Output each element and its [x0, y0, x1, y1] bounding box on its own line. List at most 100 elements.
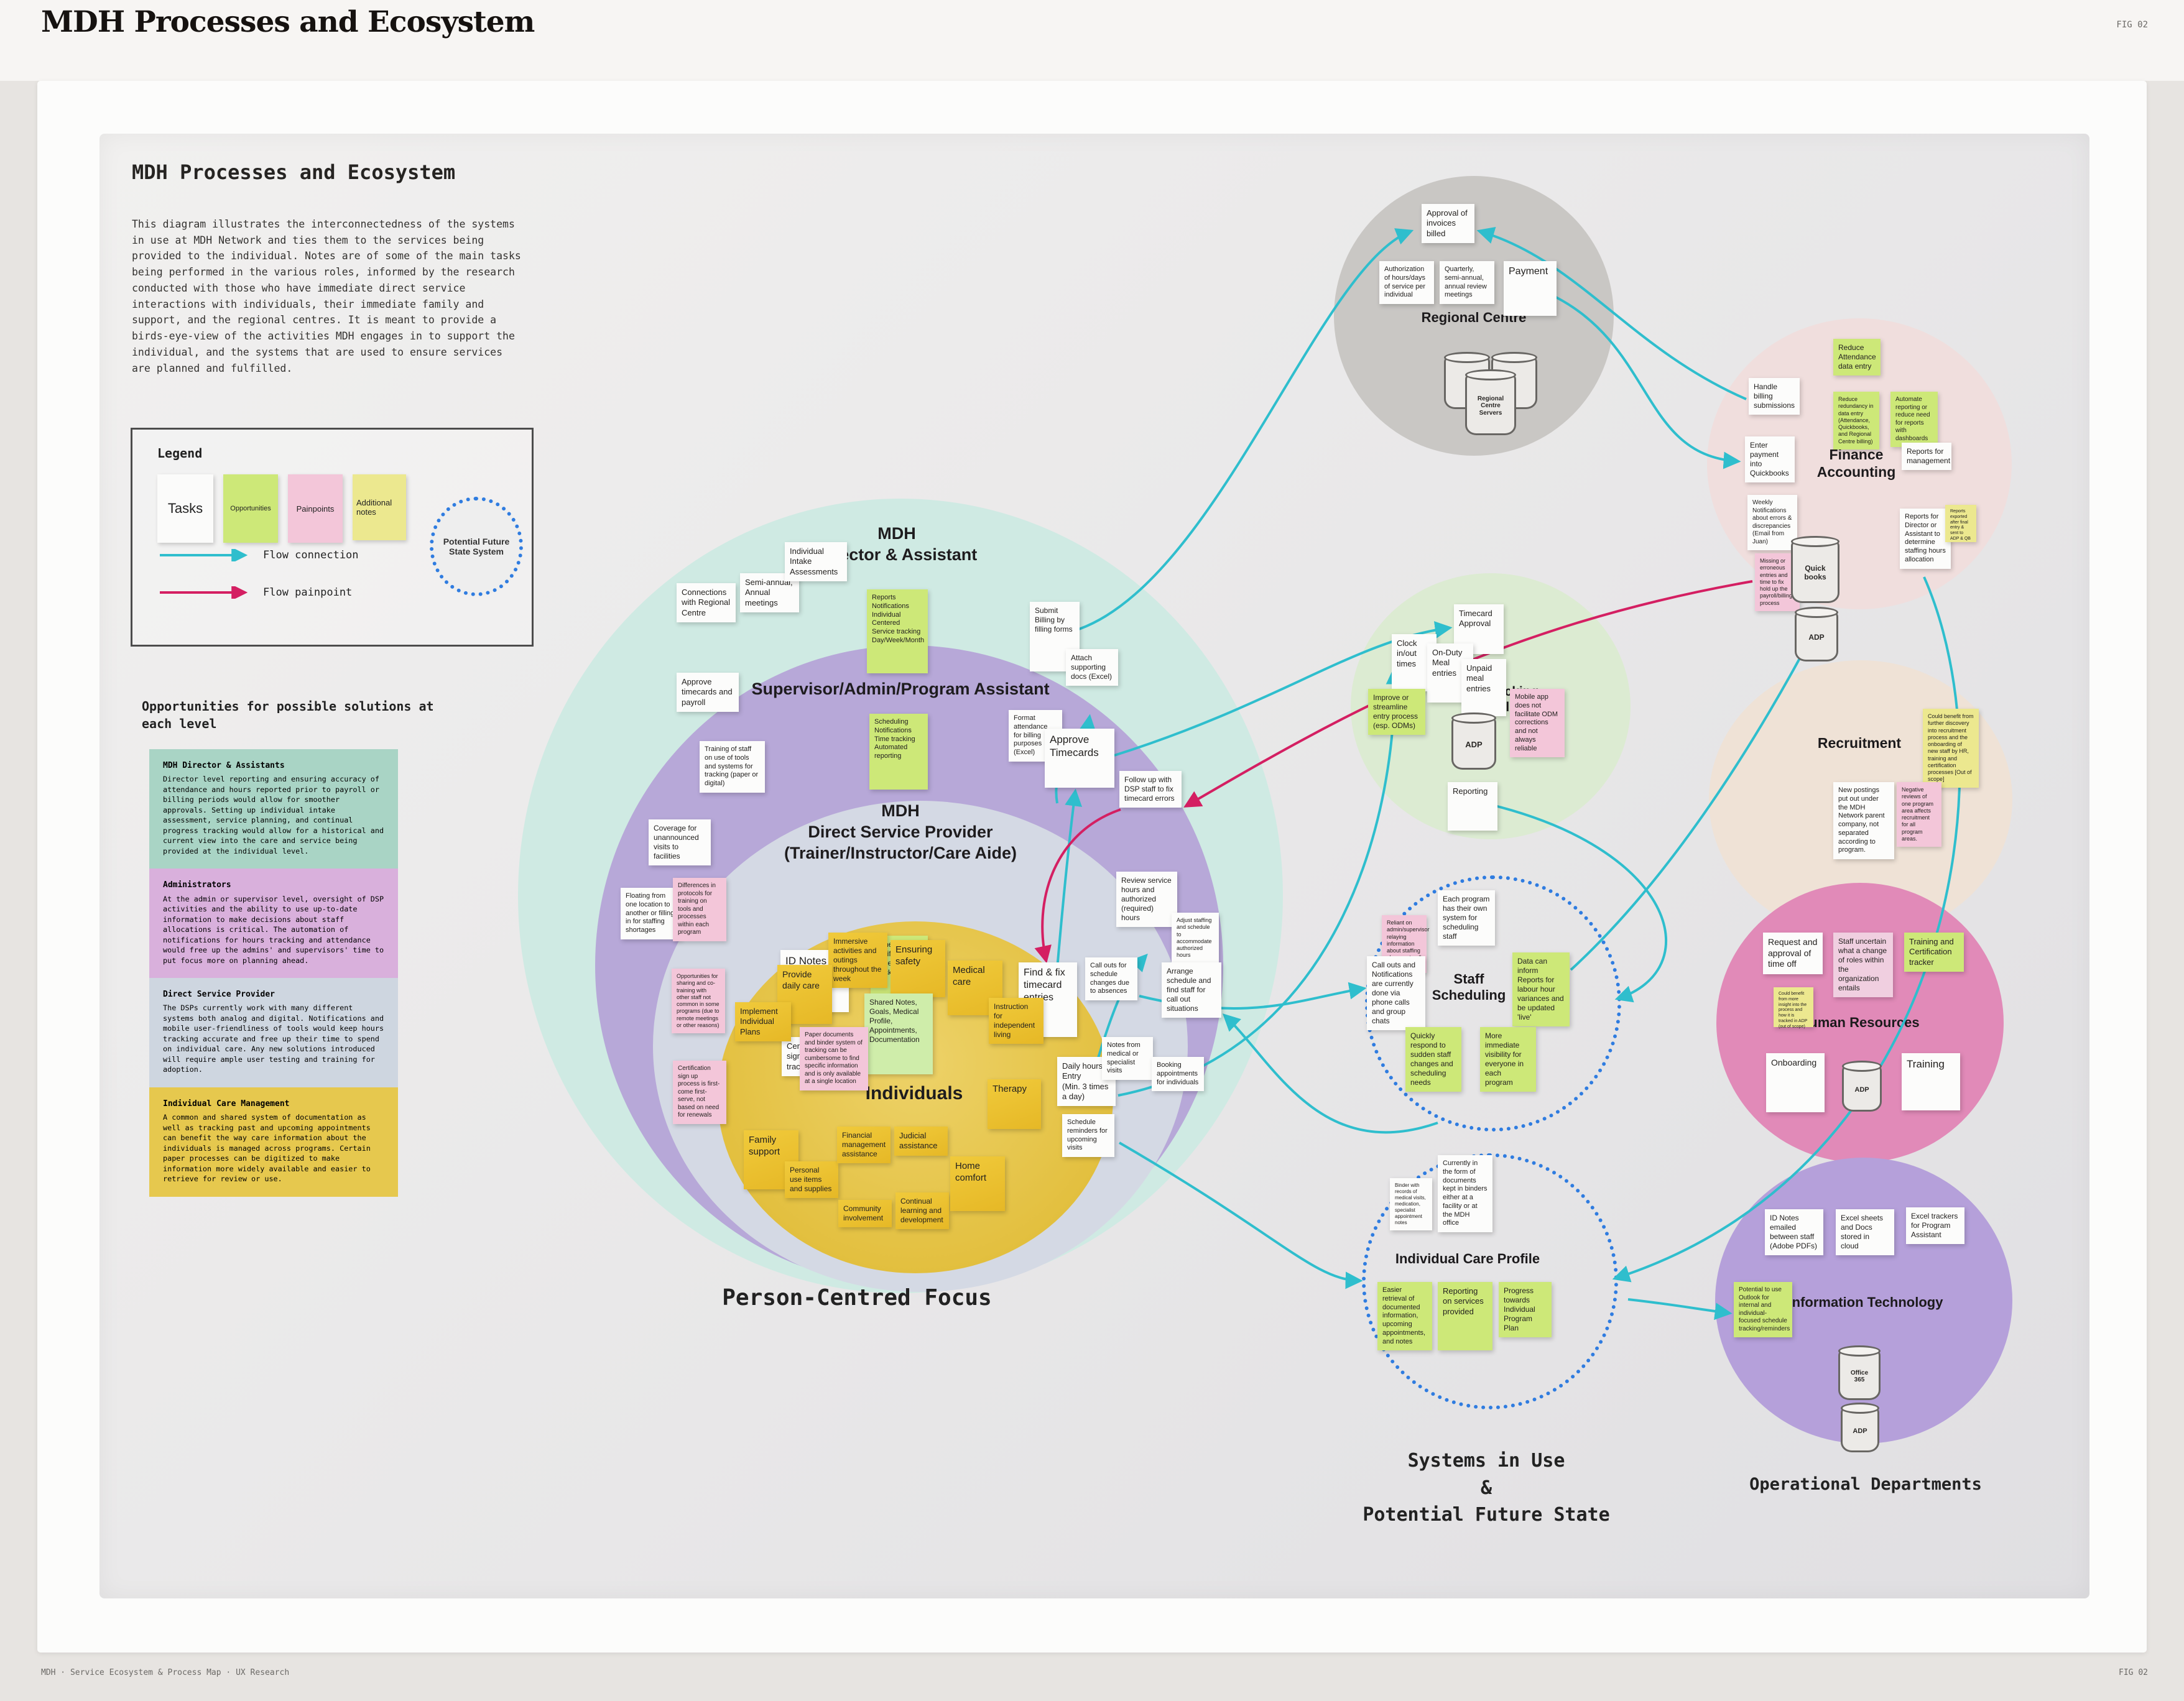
note-green: Reduce Attendance data entry	[1833, 339, 1881, 376]
legend-chip-painpoints-label: Painpoints	[296, 504, 335, 514]
note-white: Excel sheets and Docs stored in cloud	[1836, 1209, 1894, 1255]
database-cylinder-adp: ADP	[1451, 712, 1496, 770]
note-white: Enter payment into Quickbooks	[1745, 436, 1795, 482]
note-orange: Community involvement	[838, 1200, 892, 1227]
cylinder-label: Regional Centre Servers	[1477, 395, 1504, 417]
note-white: Call outs and Notifications are currentl…	[1367, 956, 1425, 1030]
note-green: Scheduling Notifications Time tracking A…	[869, 714, 928, 790]
note-green: Training and Certification tracker	[1904, 933, 1964, 972]
legend-future-state-circle: Potential Future State System	[430, 497, 523, 596]
note-white: Connections with Regional Centre	[677, 583, 736, 622]
footer-left: MDH · Service Ecosystem & Process Map · …	[41, 1668, 290, 1677]
note-white: Handle billing submissions	[1749, 378, 1800, 415]
note-green: Progress towards Individual Program Plan	[1499, 1282, 1552, 1337]
note-white: Request and approval of time off	[1763, 933, 1823, 974]
opportunities-heading: Opportunities for possible solutions at …	[142, 699, 434, 731]
legend-chip-opportunities-label: Opportunities	[230, 505, 271, 512]
note-white: Currently in the form of documents kept …	[1438, 1155, 1492, 1232]
database-cylinder-adp: ADP	[1841, 1403, 1879, 1452]
note-orange: Ensuring safety	[891, 940, 945, 997]
database-cylinder-regional-centre-servers: Regional Centre Servers	[1465, 369, 1516, 435]
masthead-title: MDH Processes and Ecosystem	[41, 5, 535, 39]
cylinder-label: Quick books	[1804, 564, 1826, 581]
cluster-title-information-technology: Information Technology	[1788, 1294, 1943, 1310]
fig-label-top: FIG 02	[2116, 20, 2148, 30]
legend-flow-connection-row: Flow connection	[159, 549, 359, 561]
note-green: Data can inform Reports for labour hour …	[1512, 952, 1570, 1026]
note-white: Notes from medical or specialist visits	[1102, 1037, 1153, 1080]
board-title: MDH Processes and Ecosystem	[132, 160, 456, 184]
flow-painpoint-arrow-icon	[160, 586, 248, 599]
cylinder-label: ADP	[1854, 1086, 1869, 1094]
cluster-title-staff-scheduling: Staff Scheduling	[1432, 971, 1506, 1003]
solution-block-body: The DSPs currently work with many differ…	[163, 1003, 384, 1074]
note-white: Each program has their own system for sc…	[1438, 890, 1495, 946]
note-orange: Financial management assistance	[837, 1127, 891, 1163]
legend-chip-additional-notes: Additional notes	[353, 474, 406, 540]
note-lgreen: Shared Notes, Goals, Medical Profile, Ap…	[864, 993, 933, 1074]
note-white: Weekly Notifications about errors & disc…	[1747, 495, 1797, 550]
legend-chip-painpoints: Painpoints	[288, 474, 343, 543]
note-white: Attach supporting docs (Excel)	[1066, 649, 1118, 686]
solution-block-body: Director level reporting and ensuring ac…	[163, 775, 384, 855]
solution-block-body: A common and shared system of documentat…	[163, 1113, 371, 1184]
note-orange: Personal use items and supplies	[785, 1161, 838, 1198]
solution-block-title: Individual Care Management	[163, 1099, 290, 1109]
note-green: Reduce redundancy in data entry (Attenda…	[1833, 392, 1879, 449]
note-orange: Implement Individual Plans	[735, 1002, 791, 1041]
legend-chip-tasks-label: Tasks	[167, 500, 203, 516]
cylinder-label: ADP	[1808, 633, 1825, 642]
note-green: More immediate visibility for everyone i…	[1480, 1027, 1536, 1092]
database-cylinder-quick-books: Quick books	[1791, 536, 1839, 603]
note-pink: Mobile app does not facilitate ODM corre…	[1510, 689, 1565, 758]
note-white: Follow up with DSP staff to fix timecard…	[1119, 771, 1182, 808]
legend-title: Legend	[157, 446, 203, 461]
note-orange: Home comfort	[950, 1156, 1005, 1211]
note-pink: Paper documents and binder system of tra…	[800, 1027, 868, 1090]
intro-text: This diagram illustrates the interconnec…	[132, 218, 521, 374]
operational-departments-label: Operational Departments	[1749, 1475, 1982, 1494]
legend-future-state-label: Potential Future State System	[443, 537, 510, 556]
database-cylinder-adp: ADP	[1795, 607, 1838, 662]
ring-label-director: MDH Director & Assistant	[816, 524, 978, 564]
systems-in-use-label: Systems in Use & Potential Future State	[1363, 1450, 1610, 1526]
note-white: Approval of invoices billed	[1422, 204, 1474, 243]
legend-chip-tasks: Tasks	[157, 474, 213, 543]
database-cylinder-office-365: Office 365	[1838, 1345, 1881, 1400]
note-pink: Opportunities for sharing and co-trainin…	[672, 969, 725, 1033]
legend-box: Legend Tasks Opportunities Painpoints Ad…	[131, 428, 534, 647]
solution-block-title: MDH Director & Assistants	[163, 761, 285, 770]
note-orange: Judicial assistance	[894, 1127, 948, 1156]
note-green: Quickly respond to sudden staff changes …	[1405, 1027, 1461, 1092]
cylinder-label: ADP	[1853, 1427, 1867, 1435]
legend-chip-opportunities: Opportunities	[223, 474, 278, 543]
note-white: Authorization of hours/days of service p…	[1379, 261, 1434, 304]
note-orange: Instruction for independent living	[989, 998, 1043, 1044]
solution-block-body: At the admin or supervisor level, oversi…	[163, 894, 384, 965]
note-white: Call outs for schedule changes due to ab…	[1085, 957, 1137, 1000]
ring-label-individuals: Individuals	[865, 1083, 963, 1104]
legend-chip-additional-label: Additional notes	[356, 498, 392, 517]
note-orange: Continual learning and development	[895, 1192, 949, 1229]
legend-flow-painpoint-label: Flow painpoint	[263, 586, 353, 599]
cylinder-label: ADP	[1465, 739, 1483, 749]
solution-block-title: Direct Service Provider	[163, 990, 275, 1000]
note-green: Automate reporting or reduce need for re…	[1890, 392, 1938, 447]
note-white: Reports for Director or Assistant to det…	[1900, 509, 1951, 569]
legend-flow-connection-label: Flow connection	[263, 549, 359, 561]
note-pink: Differences in protocols for training on…	[673, 878, 726, 941]
note-white: Individual Intake Assessments	[785, 542, 847, 581]
note-white: Payment	[1504, 261, 1557, 316]
note-white: Coverage for unannounced visits to facil…	[649, 819, 711, 865]
note-white: ID Notes emailed between staff (Adobe PD…	[1765, 1209, 1823, 1255]
note-white: Daily hours Entry (Min. 3 times a day)	[1057, 1057, 1116, 1106]
database-cylinder-adp: ADP	[1842, 1061, 1882, 1112]
note-white: Schedule reminders for upcoming visits	[1062, 1114, 1114, 1157]
note-white: New postings put out under the MDH Netwo…	[1833, 782, 1894, 859]
note-white: Binder with records of medical visits, m…	[1390, 1178, 1432, 1230]
note-white: Quarterly, semi-annual, annual review me…	[1440, 261, 1494, 304]
note-green: Reporting on services provided	[1438, 1282, 1492, 1350]
note-yellow: Could benefit from further discovery int…	[1923, 709, 1979, 788]
